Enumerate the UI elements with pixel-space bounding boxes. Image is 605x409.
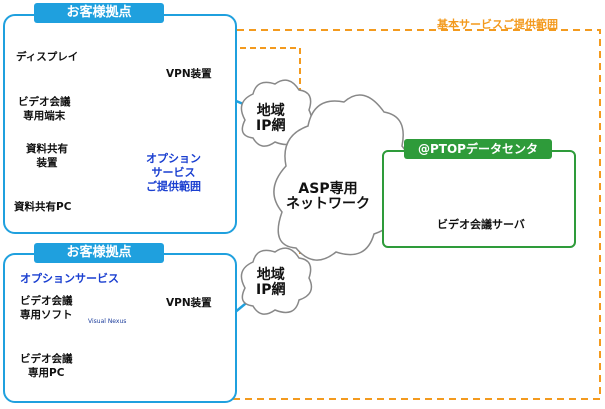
datacenter-box [382,150,576,248]
option-range-label: オプション サービス ご提供範囲 [146,152,201,193]
doc-sharing-pc-label: 資料共有PC [14,201,72,213]
cloud-regional-bottom-shape [240,247,313,315]
vpn-label-bottom: VPN装置 [166,297,212,309]
service-column-border [220,47,301,300]
asp-network-label: ASP専用 ネットワーク [286,181,370,212]
customer-site-bottom [3,253,237,403]
regional-ip-network-top-label: 地域 IP網 [256,103,286,134]
regional-ip-network-bottom-label: 地域 IP網 [256,267,286,298]
display-label: ディスプレイ [16,51,79,63]
customer-site-top [3,14,237,234]
service-area-label: 基本サービスご提供範囲 [437,18,558,31]
doc-sharing-device-label: 資料共有 装置 [26,143,68,169]
video-terminal-label: ビデオ会議 専用端末 [18,96,71,122]
cloud-regional-top-shape [240,79,313,147]
datacenter-title: @PTOPデータセンタ [404,139,552,159]
site-bottom-title: お客様拠点 [34,243,164,263]
visual-nexus-logo-text: Visual Nexus [88,318,127,325]
site-top-title: お客様拠点 [34,3,164,23]
vpn-label-top: VPN装置 [166,68,212,80]
cloud-asp-shape [273,94,412,261]
option-service-label: オプションサービス [20,272,119,285]
video-software-label: ビデオ会議 専用ソフト [20,295,73,321]
video-pc-label: ビデオ会議 専用PC [20,353,73,379]
video-server-label: ビデオ会議サーバ [437,218,525,231]
